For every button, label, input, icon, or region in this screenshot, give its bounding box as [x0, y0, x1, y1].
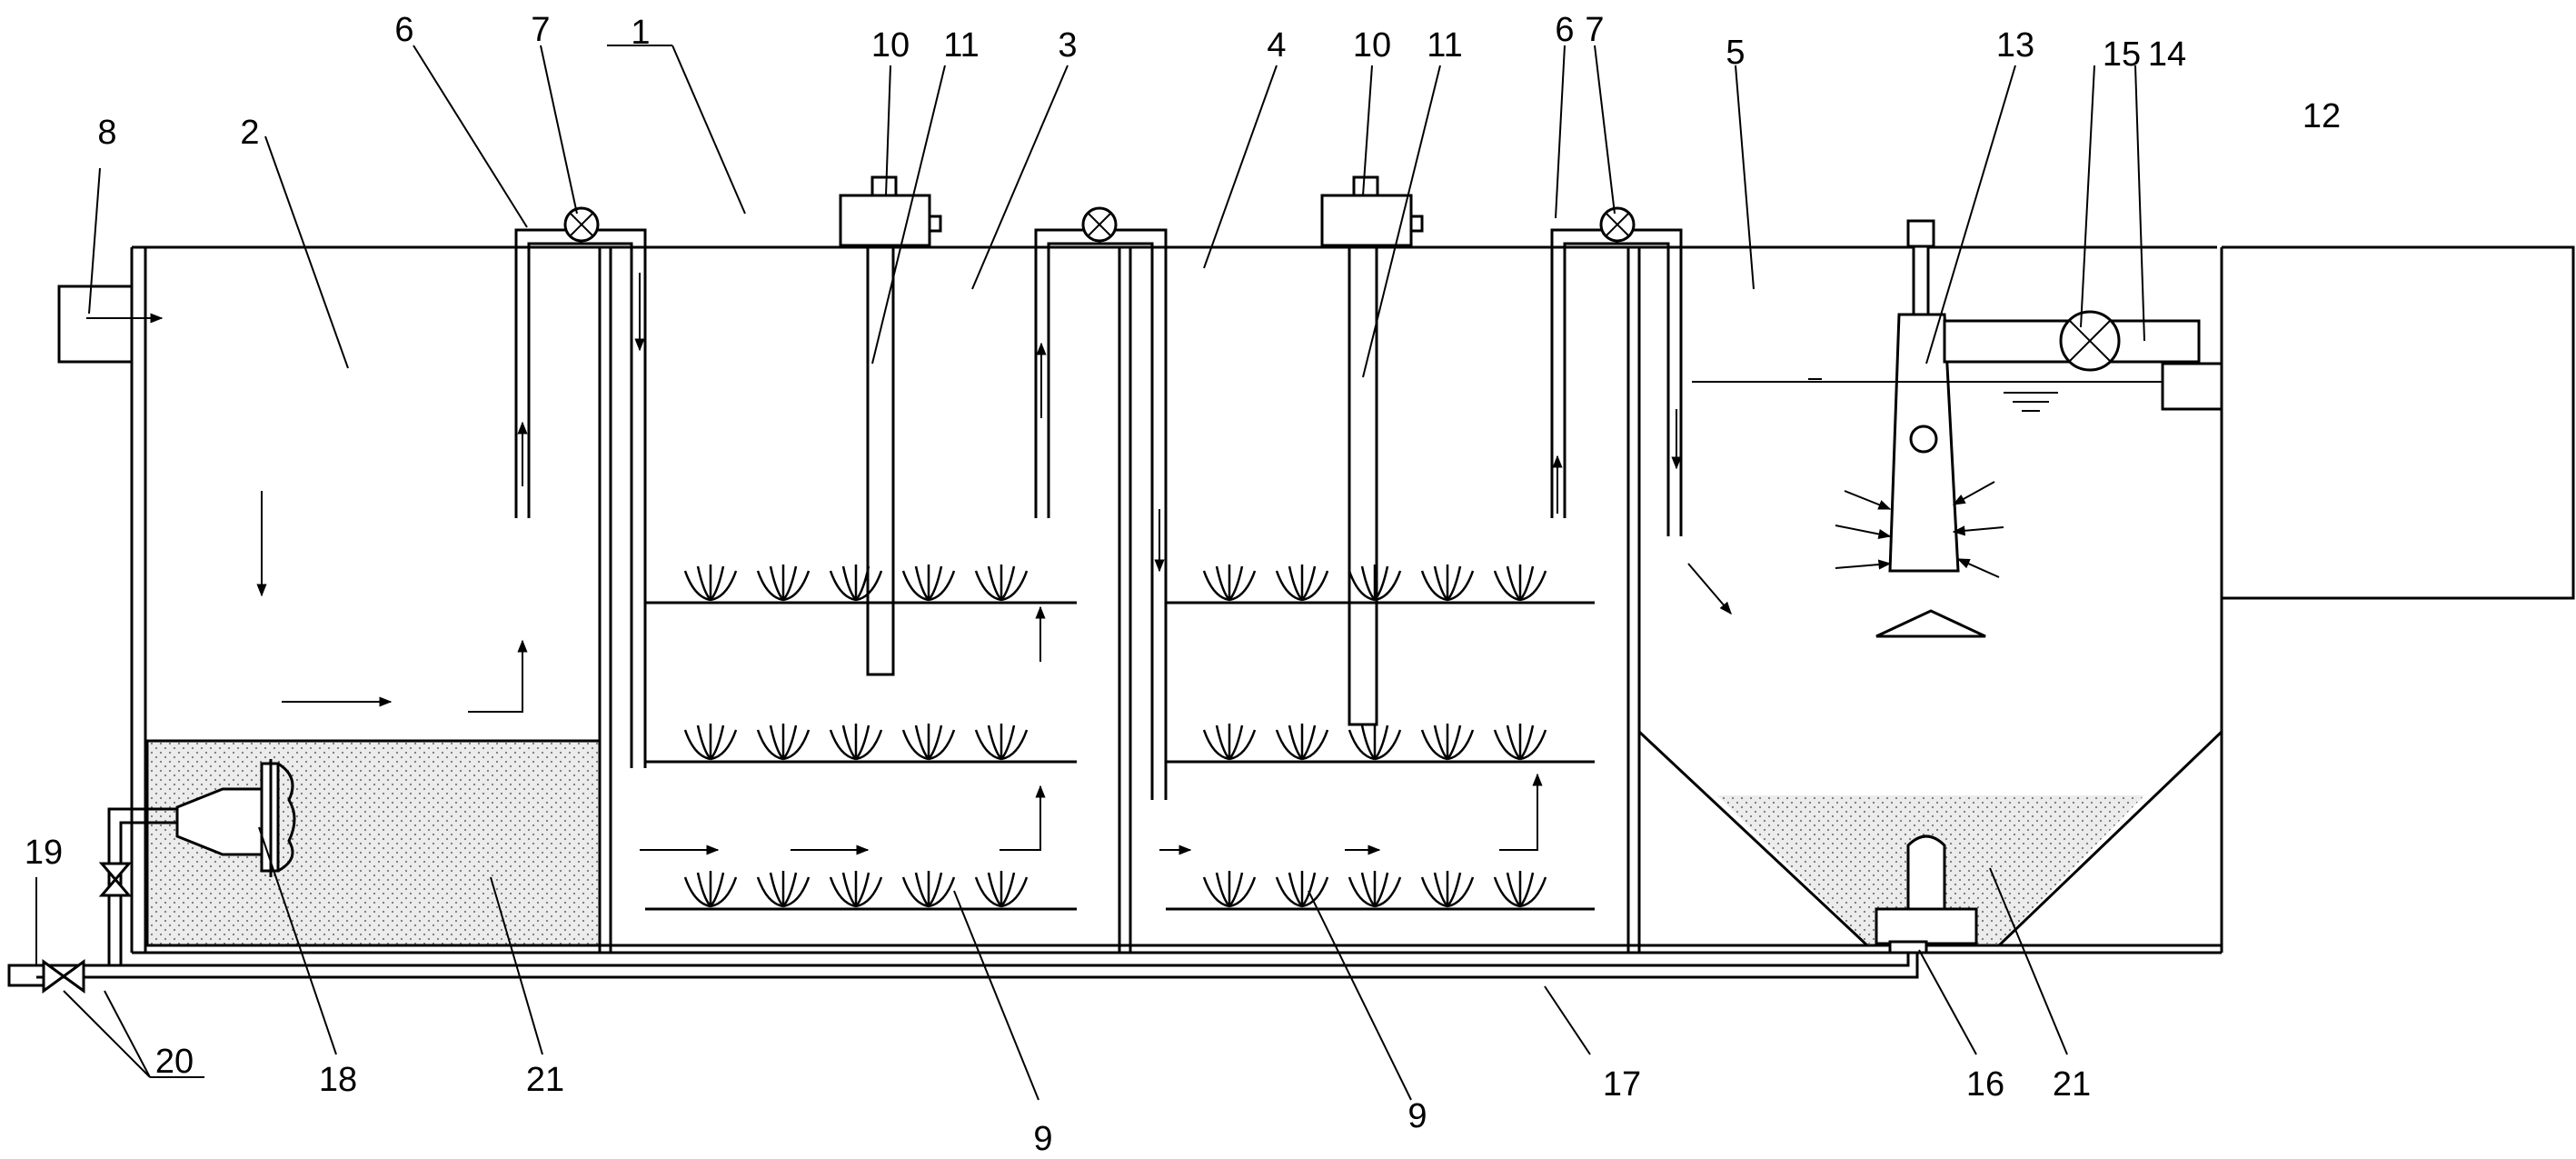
callout-labels: 1 2 3 4 5 6 6 7 7 8 9 9 10 10 11 11 12 1…	[25, 11, 2341, 1158]
label-19: 19	[25, 834, 63, 872]
label-20: 20	[155, 1043, 194, 1081]
inlet-pipe	[57, 285, 132, 364]
diffuser-tuft	[974, 565, 1029, 602]
label-12: 12	[2302, 97, 2341, 135]
decanter	[1692, 219, 2223, 638]
label-6-left: 6	[394, 11, 413, 49]
label-16: 16	[1966, 1065, 2004, 1104]
label-7-left: 7	[531, 11, 550, 49]
diffuser-tuft	[1202, 871, 1257, 908]
diffuser-tuft	[1275, 871, 1329, 908]
diffuser-tuft	[1202, 724, 1257, 761]
label-11-right: 11	[1427, 26, 1462, 65]
outlet-box	[2222, 245, 2575, 600]
diffuser-tuft	[1420, 871, 1475, 908]
label-21-right: 21	[2053, 1065, 2091, 1104]
diffuser-tuft	[829, 565, 883, 602]
transfer-pipe-2	[1034, 206, 1168, 800]
diffuser-tuft	[974, 871, 1029, 908]
transfer-pipe-3	[1550, 206, 1683, 536]
valve-upper	[98, 862, 133, 897]
sludge-pump	[1875, 834, 1978, 954]
label-15: 15	[2103, 35, 2141, 74]
diffuser-tuft	[683, 871, 738, 908]
diffuser-tuft	[756, 724, 811, 761]
diffuser-tuft	[1348, 871, 1402, 908]
label-3: 3	[1058, 26, 1077, 65]
diffuser-tuft	[901, 871, 956, 908]
label-2: 2	[240, 114, 259, 152]
label-1: 1	[631, 14, 650, 52]
diffuser-tuft	[1420, 724, 1475, 761]
diffuser-tuft	[829, 724, 883, 761]
label-4: 4	[1267, 26, 1286, 65]
filler-supports	[645, 601, 1595, 911]
diffuser-tuft	[1202, 565, 1257, 602]
diffuser-tuft	[1348, 724, 1402, 761]
diffuser-tuft	[1348, 565, 1402, 602]
label-17: 17	[1603, 1065, 1641, 1104]
diffuser-tuft	[1493, 871, 1547, 908]
label-14: 14	[2148, 35, 2186, 74]
flow-arrows	[86, 273, 1732, 855]
label-9-left: 9	[1033, 1120, 1052, 1158]
diffuser-tuft	[1493, 724, 1547, 761]
label-13: 13	[1996, 26, 2034, 65]
diffuser-tuft	[1275, 724, 1329, 761]
label-10-left: 10	[871, 26, 910, 65]
aerator-fan	[175, 759, 296, 877]
sludge-return-pipe	[36, 953, 1919, 979]
label-5: 5	[1726, 34, 1745, 72]
label-18: 18	[319, 1061, 357, 1099]
diffuser-tuft	[756, 871, 811, 908]
label-10-right: 10	[1353, 26, 1391, 65]
transfer-pipe-1	[514, 206, 647, 768]
partition-walls	[598, 245, 1641, 954]
diffuser-tuft	[829, 871, 883, 908]
diffuser-tuft	[974, 724, 1029, 761]
valve-lower	[42, 959, 85, 994]
diffuser-tuft	[901, 724, 956, 761]
label-9-right: 9	[1407, 1097, 1427, 1135]
label-11-left: 11	[943, 26, 979, 65]
drain-outlet	[7, 964, 47, 987]
label-7-right: 7	[1585, 11, 1604, 49]
diffuser-tuft	[1275, 565, 1329, 602]
diffuser-group	[683, 565, 1547, 908]
diffuser-tuft	[901, 565, 956, 602]
label-21-left: 21	[526, 1061, 564, 1099]
diffuser-tuft	[1420, 565, 1475, 602]
diffuser-tuft	[756, 565, 811, 602]
leader-lines	[35, 45, 2145, 1101]
diffuser-tuft	[683, 565, 738, 602]
diffuser-tuft	[683, 724, 738, 761]
left-riser-pipe	[7, 807, 204, 1078]
label-8: 8	[97, 114, 116, 152]
air-supply-2	[1320, 175, 1424, 726]
label-6-right: 6	[1555, 11, 1574, 49]
diffuser-tuft	[1493, 565, 1547, 602]
